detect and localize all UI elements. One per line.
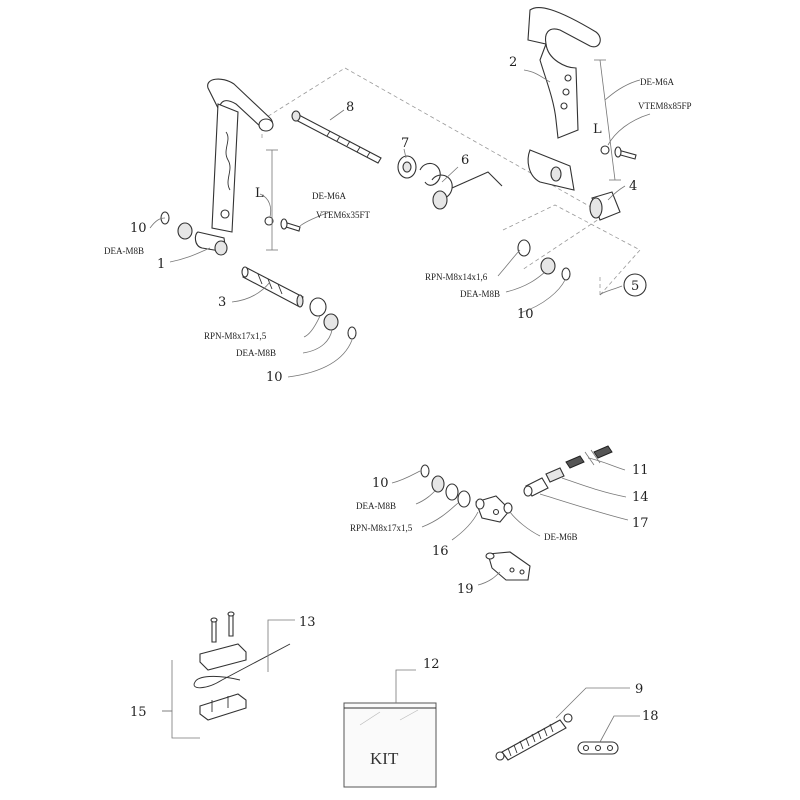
code-vtem8x85fp: VTEM8x85FP: [638, 101, 692, 111]
callout-10-lower-left: 10: [266, 370, 283, 385]
callout-12: 12: [423, 657, 440, 672]
dimension-l-right: L: [593, 122, 602, 137]
callout-5: 5: [631, 279, 639, 294]
callout-numbers: 10 1 8 3 10 7 6 2 4 5 10 10 11 14 17 16 …: [130, 55, 659, 724]
callout-1: 1: [157, 257, 165, 272]
callout-18: 18: [642, 709, 659, 724]
leader-lines: [149, 69, 651, 743]
code-de-m6b: DE-M6B: [544, 532, 578, 542]
spring-group: [397, 155, 503, 210]
callout-5-circle: [623, 273, 647, 297]
washer-rpn-mid-b: [457, 490, 471, 508]
code-dea-m8b-right: DEA-M8B: [460, 289, 500, 299]
callout-14: 14: [632, 490, 649, 505]
callout-19: 19: [457, 582, 474, 597]
nut-part-10-lower: [347, 326, 357, 340]
code-dea-m8b-mid: DEA-M8B: [356, 501, 396, 511]
part-codes: DEA-M8B DE-M6A VTEM6x35FT RPN-M8x17x1,5 …: [104, 77, 692, 542]
code-dea-m8b-left: DEA-M8B: [104, 246, 144, 256]
kit-label: KIT: [370, 749, 399, 768]
torsion-spring-part-6: [419, 162, 503, 199]
pivot-part-16: [475, 495, 511, 523]
callout-11: 11: [632, 463, 649, 478]
pedal-lever-part-2: [527, 7, 601, 191]
wire-part-13: [193, 643, 291, 689]
bushing-part-4: [589, 191, 621, 221]
callout-15: 15: [130, 705, 147, 720]
clamp-block-upper: [199, 643, 247, 671]
screw-pair-upper: [210, 611, 235, 643]
callout-4: 4: [629, 179, 637, 194]
callout-2: 2: [509, 55, 517, 70]
screw-vtem8x85fp: [600, 145, 637, 160]
bushing-right: [540, 257, 556, 275]
bushing-left: [177, 222, 193, 240]
callout-9: 9: [635, 682, 643, 697]
code-rpn-m8x14: RPN-M8x14x1,6: [425, 272, 488, 282]
shift-linkage-group: [420, 445, 613, 581]
nut-de-m6b: [503, 502, 513, 514]
washer-rpn-mid-a: [445, 483, 459, 501]
nut-part-10-mid: [420, 464, 430, 478]
bushing-mid: [431, 475, 445, 493]
clamp-block-lower: [199, 693, 247, 721]
code-rpn-m8x17-mid: RPN-M8x17x1,5: [350, 523, 413, 533]
rod-end-part-17: [523, 477, 549, 497]
link-plate-part-18: [577, 741, 619, 755]
callout-16: 16: [432, 544, 449, 559]
nut-part-10-right: [561, 267, 571, 281]
left-pedal-assembly: [160, 67, 606, 340]
extension-spring-part-9: [495, 713, 573, 761]
screw-vtem6x35ft: [264, 216, 301, 232]
code-de-m6a-left: DE-M6A: [312, 191, 346, 201]
callout-10-mid: 10: [372, 476, 389, 491]
threaded-rod-part-11: [565, 445, 613, 469]
retainer-kit-group: [193, 611, 291, 721]
right-pedal-assembly: [502, 7, 641, 296]
code-de-m6a-right: DE-M6A: [640, 77, 674, 87]
pivot-shaft-part-3: [241, 266, 304, 308]
threaded-rod-part-8: [291, 110, 382, 164]
callout-8: 8: [346, 100, 354, 115]
callout-6: 6: [461, 153, 469, 168]
callout-13: 13: [299, 615, 316, 630]
callout-17: 17: [632, 516, 649, 531]
callout-7: 7: [401, 136, 409, 151]
dimension-l-left: L: [255, 186, 264, 201]
bracket-part-19: [485, 551, 531, 581]
bushing-lower-left: [323, 313, 339, 331]
callout-10-upper-left: 10: [130, 221, 147, 236]
washer-rpn-m8x14: [517, 239, 531, 257]
callout-10-right: 10: [517, 307, 534, 322]
code-dea-m8b-lower-left: DEA-M8B: [236, 348, 276, 358]
code-rpn-m8x17-upper: RPN-M8x17x1,5: [204, 331, 267, 341]
callout-3: 3: [218, 295, 226, 310]
washer-rpn-upper: [309, 297, 327, 317]
locknut-part-14: [545, 467, 565, 483]
kit-bag-part-12: KIT: [343, 702, 437, 788]
code-vtem6x35ft: VTEM6x35FT: [316, 210, 371, 220]
pedal-lever-part-1: [194, 78, 274, 256]
